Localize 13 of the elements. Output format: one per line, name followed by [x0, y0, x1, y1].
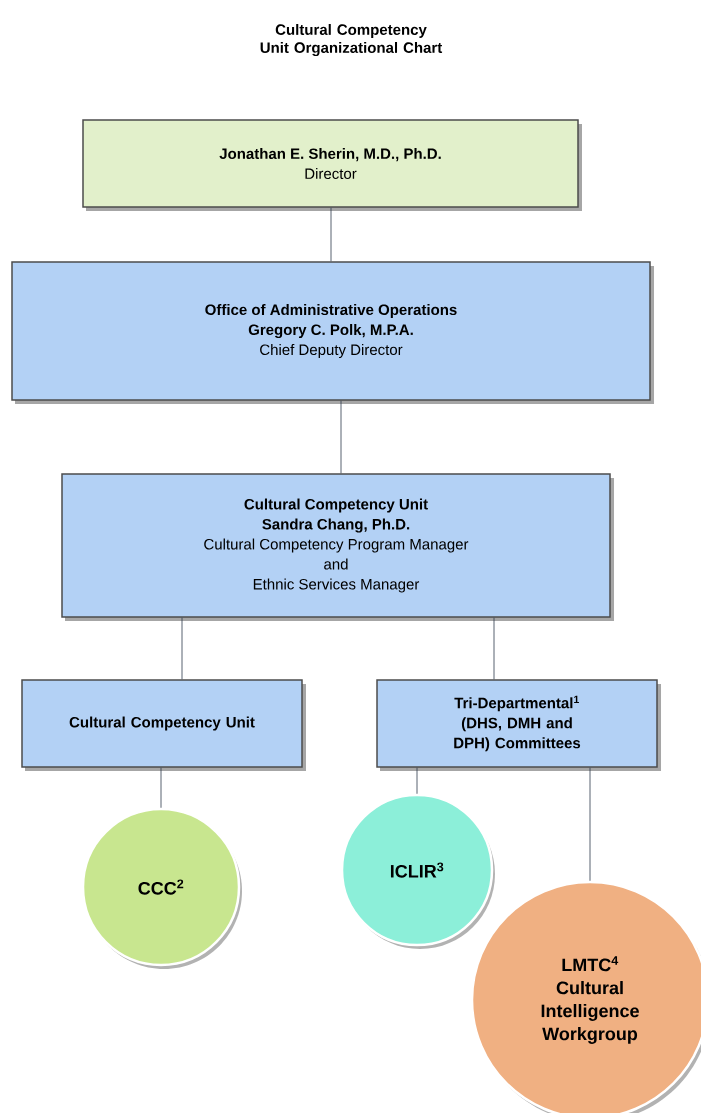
connector-line — [493, 617, 495, 680]
connector-line — [181, 617, 183, 680]
chart-title: Cultural Competency Unit Organizational Chart — [260, 23, 443, 57]
org-box: Jonathan E. Sherin, M.D., Ph.D. Director — [82, 119, 582, 211]
org-box: Office of Administrative Operations Gregory C. Polk, M.P.A. Chief Deputy Director — [11, 261, 654, 404]
connector-line — [416, 767, 418, 795]
org-box: Tri-Departmental$^{1}$ (DHS, DMH and DPH) Committees — [376, 679, 661, 771]
connector-line — [589, 767, 591, 882]
connector-line — [330, 207, 332, 262]
connector-line — [340, 400, 342, 474]
org-box: Cultural Competency Unit — [21, 679, 306, 771]
org-box: Cultural Competency Unit Sandra Chang, Ph.D. Cultural Competency Program Manager and Ethnic Services Manager — [61, 473, 614, 621]
connector-line — [160, 767, 162, 809]
